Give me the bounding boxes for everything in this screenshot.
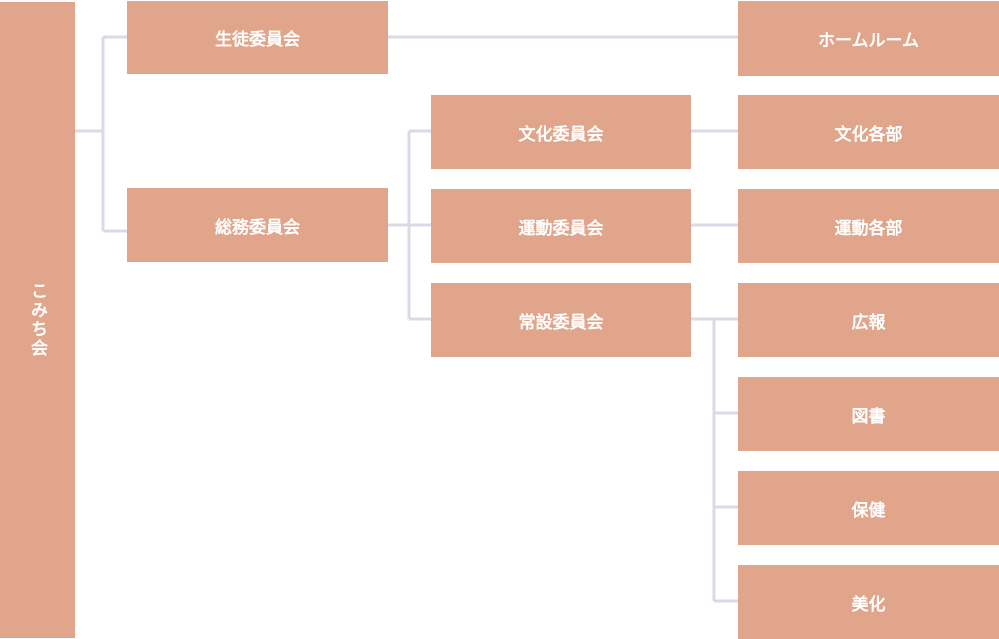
publicity-node: 広報: [738, 283, 999, 357]
student-committee-node: 生徒委員会: [127, 1, 388, 74]
root-node: こみち会: [0, 2, 75, 638]
health-node: 保健: [738, 471, 999, 545]
sports-committee-node: 運動委員会: [431, 189, 691, 263]
library-node: 図書: [738, 377, 999, 451]
standing-committee-label: 常設委員会: [518, 312, 604, 333]
general-committee-label: 総務委員会: [215, 217, 300, 238]
homeroom-label: ホームルーム: [818, 31, 919, 51]
student-committee-label: 生徒委員会: [215, 30, 300, 50]
sports-committee-label: 運動委員会: [518, 218, 604, 239]
standing-committee-node: 常設委員会: [431, 283, 691, 357]
publicity-label: 広報: [851, 312, 886, 333]
sports-clubs-node: 運動各部: [738, 189, 999, 263]
general-committee-node: 総務委員会: [127, 188, 388, 262]
homeroom-node: ホームルーム: [738, 1, 999, 76]
beautification-label: 美化: [851, 594, 886, 615]
health-label: 保健: [851, 500, 886, 521]
culture-committee-node: 文化委員会: [431, 95, 691, 169]
culture-clubs-label: 文化各部: [834, 124, 903, 145]
sports-clubs-label: 運動各部: [834, 218, 903, 239]
library-label: 図書: [851, 406, 886, 427]
beautification-node: 美化: [738, 565, 999, 639]
root-node-label: こみち会: [27, 282, 47, 358]
culture-clubs-node: 文化各部: [738, 95, 999, 169]
culture-committee-label: 文化委員会: [518, 124, 604, 145]
